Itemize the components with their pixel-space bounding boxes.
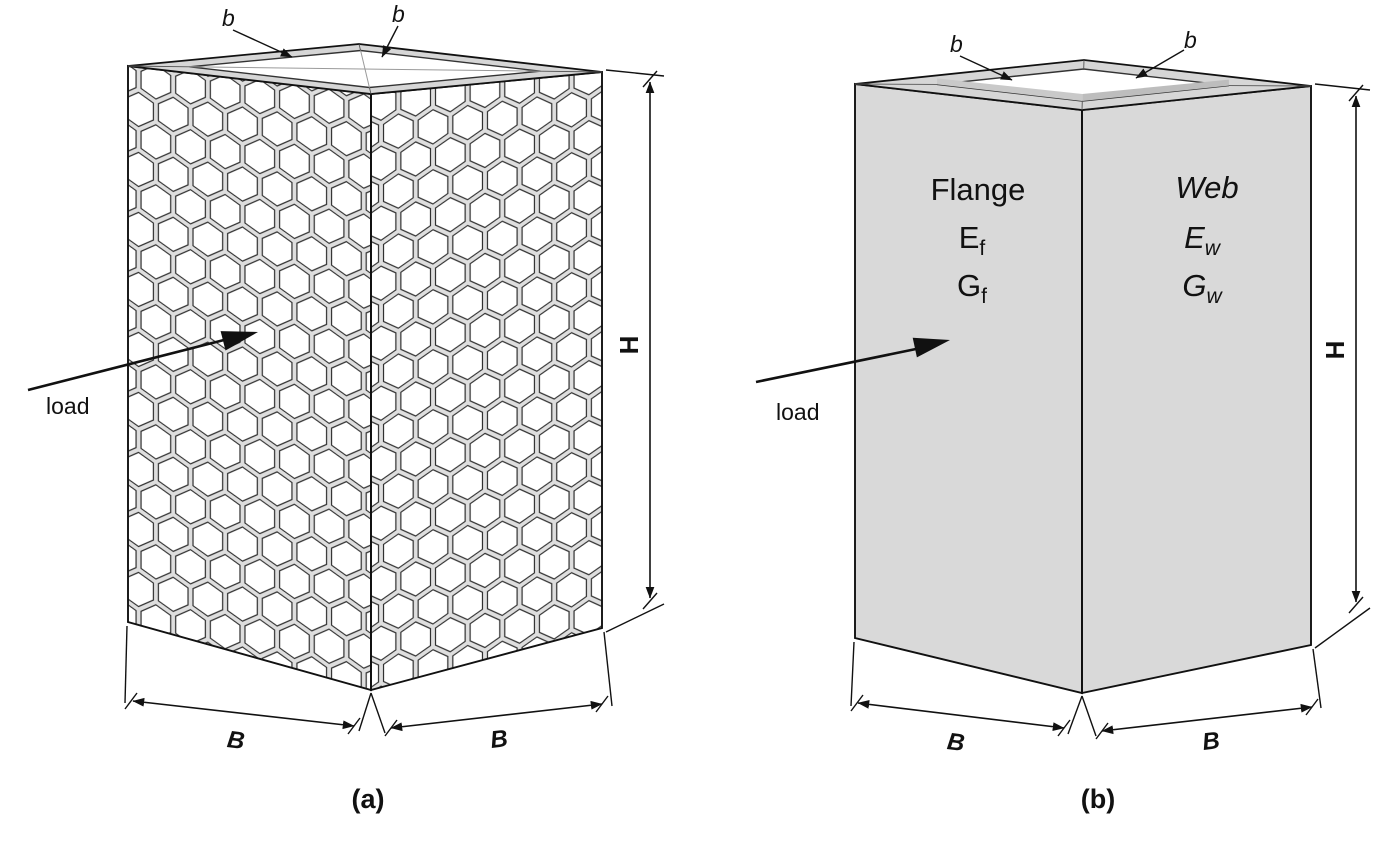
flange-labels: Flange Ef Gf [931, 172, 1026, 308]
web-title: Web [1175, 170, 1238, 205]
top-face-a [127, 43, 603, 95]
web-labels: Web Ew Gw [1175, 170, 1238, 308]
load-arrow-a: load [27, 331, 258, 419]
load-arrowhead [912, 337, 950, 358]
panel-a: b b H B [27, 1, 665, 814]
dim-label-B: B [226, 726, 247, 755]
dim-label-b: b [1184, 27, 1197, 53]
dim-B-right-a: B [370, 631, 613, 754]
flange-title: Flange [931, 172, 1026, 207]
dim-label-B: B [489, 725, 510, 754]
load-arrow-b: load [755, 337, 950, 425]
dim-B-right-b: B [1081, 648, 1322, 756]
dim-B-left-a: B [124, 625, 372, 755]
load-label: load [46, 393, 89, 419]
hole-inner-wall [1082, 79, 1229, 101]
dim-b-left-a: b [222, 5, 293, 58]
dim-b-left-b: b [950, 31, 1013, 81]
hole-web-line [360, 50, 370, 88]
caption-a: (a) [352, 784, 385, 814]
dim-H-a: H [605, 69, 665, 633]
flange-E: Ef [959, 220, 986, 260]
top-face-b [854, 59, 1312, 111]
dim-label-b: b [950, 31, 963, 57]
flange-G: Gf [957, 268, 987, 308]
dim-label-B: B [946, 728, 967, 757]
dim-B-left-b: B [850, 641, 1083, 757]
honeycomb-right-face [370, 70, 603, 692]
dim-label-B: B [1201, 727, 1222, 756]
honeycomb-left-face [127, 64, 372, 692]
dim-label-b: b [222, 5, 235, 31]
dim-label-H: H [614, 336, 644, 355]
load-label: load [776, 399, 819, 425]
dim-H-b: H [1314, 83, 1371, 649]
dim-b-right-b: b [1135, 27, 1197, 79]
caption-b: (b) [1081, 784, 1115, 814]
panel-b: Flange Ef Gf Web Ew Gw b b H [755, 27, 1371, 814]
web-G: Gw [1182, 268, 1223, 308]
web-E: Ew [1184, 220, 1222, 260]
rim-mitre-lines [854, 59, 1312, 111]
load-arrowhead [220, 331, 258, 351]
dim-label-H: H [1320, 341, 1350, 360]
dim-label-b: b [392, 1, 405, 27]
dim-b-right-a: b [381, 1, 405, 58]
hole-inner-wall [937, 78, 1083, 101]
rim-mitre-lines [127, 43, 603, 95]
